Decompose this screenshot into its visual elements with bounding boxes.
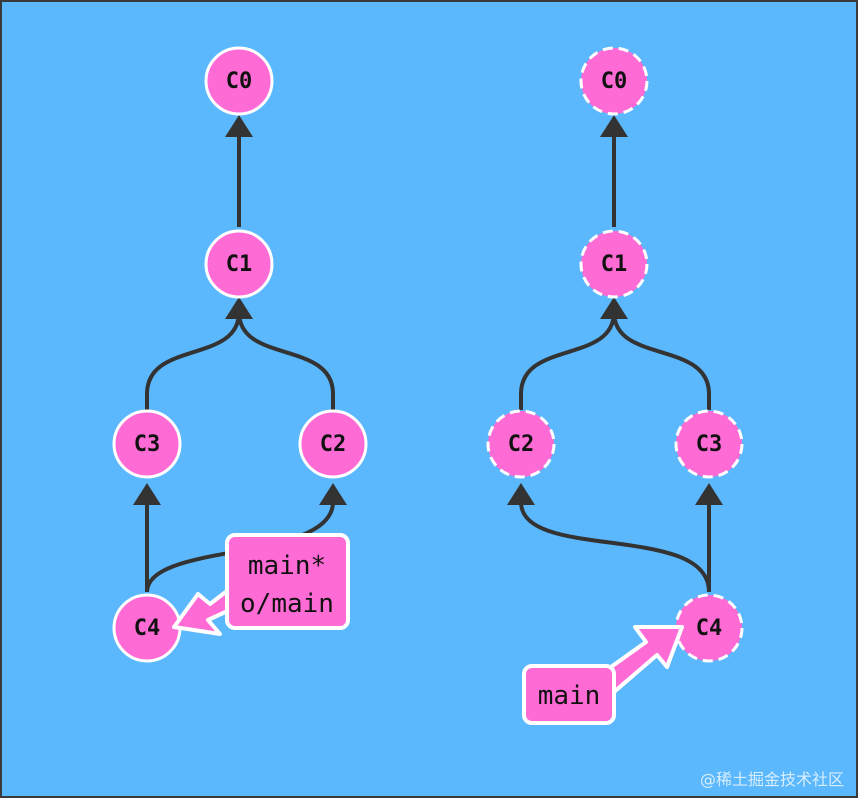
right-edge-c3-c1 <box>612 311 711 410</box>
right-edge-c2-c1 <box>519 311 616 410</box>
commit-label: C4 <box>696 616 723 641</box>
commit-node <box>112 409 182 479</box>
right-commit-c0: C0 <box>579 46 649 116</box>
left-commit-c0: C0 <box>204 46 274 116</box>
right-edge-c4-c2 <box>519 501 711 593</box>
commit-label: C1 <box>226 252 253 277</box>
right-commit-c1: C1 <box>579 229 649 299</box>
left-commit-c4: C4 <box>112 593 182 663</box>
right-commit-c2: C2 <box>486 409 556 479</box>
commit-label: C4 <box>134 616 161 641</box>
commit-node <box>204 46 274 116</box>
left-edge-c2-c1 <box>237 311 335 410</box>
right-branch-label: main <box>522 664 616 725</box>
left-arrowhead-c0 <box>225 115 253 137</box>
branch-name-main-star: main* <box>248 551 326 581</box>
commit-label: C2 <box>320 432 347 457</box>
commit-node <box>298 409 368 479</box>
left-edges <box>145 132 335 593</box>
watermark-text: @稀土掘金技术社区 <box>700 770 844 789</box>
left-arrowhead-c3 <box>133 483 161 505</box>
left-arrowheads <box>133 115 347 505</box>
commit-label: C0 <box>601 69 628 94</box>
right-arrowhead-c3 <box>695 483 723 505</box>
commit-node <box>579 229 649 299</box>
commit-node <box>674 409 744 479</box>
right-arrowhead-c0 <box>600 115 628 137</box>
left-arrowhead-c1 <box>225 297 253 319</box>
commit-node <box>486 409 556 479</box>
branch-name-o-main: o/main <box>240 589 334 619</box>
commit-label: C2 <box>508 432 535 457</box>
commit-node <box>204 229 274 299</box>
left-commit-c1: C1 <box>204 229 274 299</box>
commit-label: C3 <box>696 432 723 457</box>
commit-label: C0 <box>226 69 253 94</box>
right-arrowheads <box>507 115 723 505</box>
left-edge-c3-c1 <box>145 311 241 410</box>
branch-box <box>522 664 616 725</box>
commit-node <box>579 46 649 116</box>
left-graph: C0 C1 C3 C2 C4 main* <box>112 46 368 663</box>
left-commit-c3: C3 <box>112 409 182 479</box>
commit-label: C1 <box>601 252 628 277</box>
branch-box <box>225 533 350 630</box>
left-branch-label: main* o/main <box>225 533 350 630</box>
right-graph: C0 C1 C2 C3 C4 main <box>486 46 744 725</box>
right-commit-c4: C4 <box>674 593 744 663</box>
commit-label: C3 <box>134 432 161 457</box>
right-arrowhead-c1 <box>600 297 628 319</box>
right-edges <box>519 132 711 593</box>
left-arrowhead-c2 <box>319 483 347 505</box>
right-commit-c3: C3 <box>674 409 744 479</box>
right-arrowhead-c2 <box>507 483 535 505</box>
branch-name-main: main <box>538 681 601 711</box>
left-commit-c2: C2 <box>298 409 368 479</box>
